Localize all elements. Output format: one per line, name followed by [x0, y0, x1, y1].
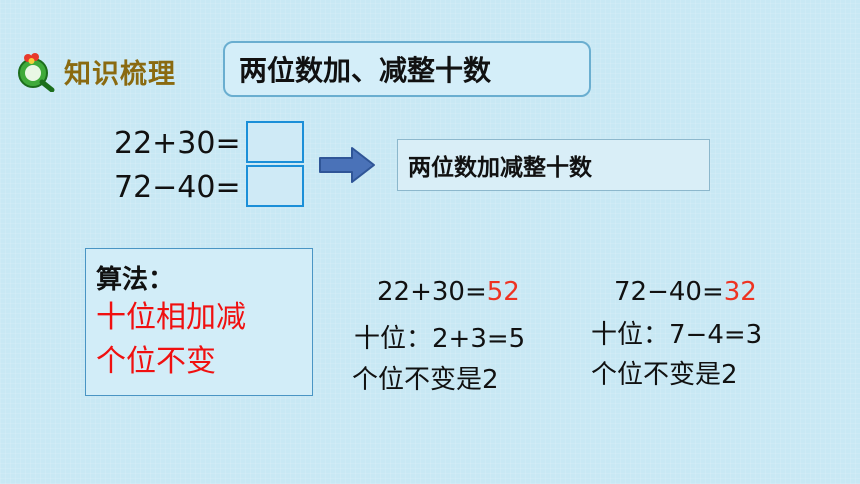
page-title: 两位数加、减整十数	[239, 54, 492, 87]
example-2-expression: 72−40=	[614, 277, 724, 307]
answer-box-1	[246, 121, 304, 163]
algorithm-box: 算法： 十位相加减 个位不变	[85, 248, 313, 396]
right-arrow-icon	[319, 147, 375, 183]
algorithm-rule-ones: 个位不变	[96, 344, 216, 379]
result-label: 两位数加减整十数	[408, 155, 592, 181]
algorithm-title: 算法：	[96, 265, 175, 295]
example-2-ones: 个位不变是2	[591, 360, 738, 390]
example-2-equation: 72−40=32	[614, 277, 757, 307]
algorithm-rule-tens: 十位相加减	[96, 300, 246, 335]
example-1-ones: 个位不变是2	[352, 365, 499, 395]
section-label: 知识梳理	[64, 59, 176, 90]
example-1-tens: 十位：2+3=5	[354, 324, 526, 354]
example-1-expression: 22+30=	[377, 277, 487, 307]
problem-equation-1: 22+30=	[114, 126, 241, 161]
example-2-answer: 32	[723, 277, 757, 307]
answer-box-2	[246, 165, 304, 207]
problem-equation-2: 72−40=	[114, 170, 241, 205]
magnifier-logo-icon	[18, 53, 55, 92]
title-box: 两位数加、减整十数	[223, 41, 591, 97]
example-1-equation: 22+30=52	[377, 277, 520, 307]
result-box: 两位数加减整十数	[397, 139, 710, 191]
example-2-tens: 十位：7−4=3	[591, 320, 763, 350]
example-1-answer: 52	[486, 277, 520, 307]
